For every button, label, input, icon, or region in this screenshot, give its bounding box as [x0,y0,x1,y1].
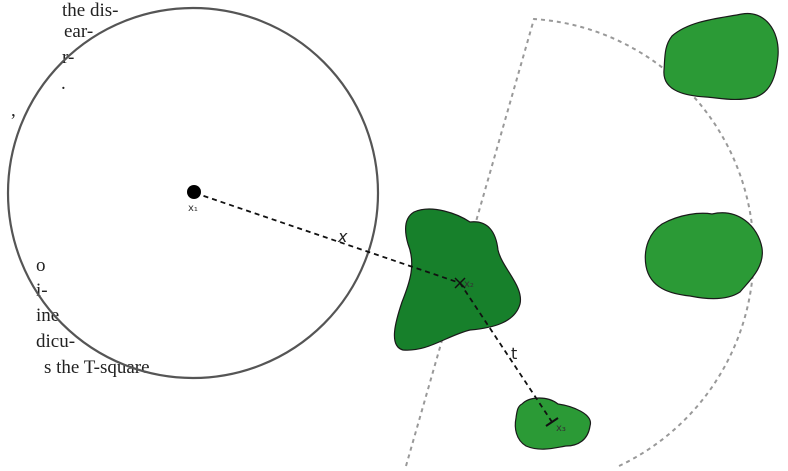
label-x1: x₁ [188,203,198,214]
vegetation-patch [515,398,590,449]
label-x3: x₃ [556,423,566,434]
label-distance-x: x [337,227,348,246]
vegetation-patch [664,13,778,99]
point-x1 [187,185,201,199]
label-distance-t: t [511,344,517,363]
label-x2: x₂ [464,279,474,290]
vegetation-patch [645,213,762,299]
